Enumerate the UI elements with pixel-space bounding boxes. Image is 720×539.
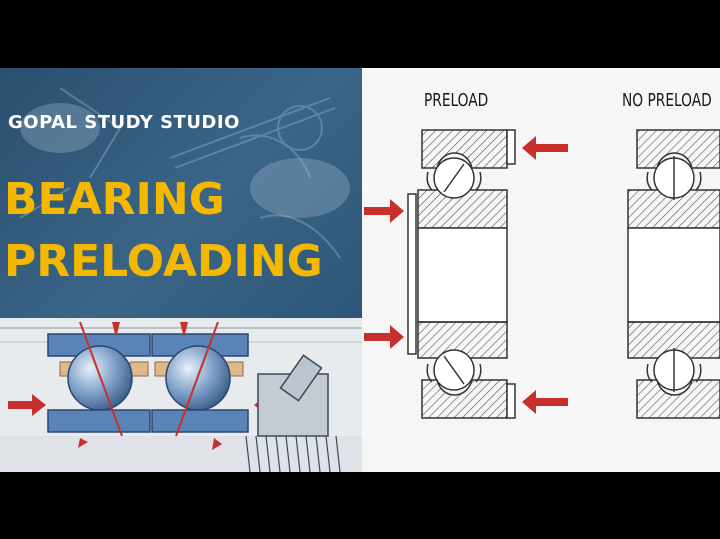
angular-contact-bearing-pair bbox=[0, 321, 362, 472]
bearing-sections bbox=[364, 129, 720, 419]
no-preload-bearing bbox=[627, 129, 720, 419]
label-no-preload: NO PRELOAD bbox=[622, 90, 712, 111]
locknut bbox=[245, 354, 341, 472]
headline-bearing: BEARING bbox=[4, 174, 225, 225]
headline-preloading: PRELOADING bbox=[4, 236, 323, 287]
title-banner: GOPAL STUDY STUDIO BEARING PRELOADING bbox=[0, 68, 362, 318]
axial-force-arrow-left bbox=[8, 394, 46, 416]
bearing-illustration bbox=[0, 318, 362, 472]
background-sketch bbox=[19, 87, 350, 259]
label-preload: PRELOAD bbox=[424, 90, 489, 111]
outer-ring-left bbox=[47, 333, 151, 433]
preload-comparison-diagram: PRELOAD NO PRELOAD bbox=[362, 68, 720, 472]
inner-spacer-plate bbox=[407, 193, 417, 355]
preload-force-arrows bbox=[364, 136, 568, 414]
preload-bearing bbox=[407, 129, 516, 419]
thumbnail-frame: GOPAL STUDY STUDIO BEARING PRELOADING bbox=[0, 68, 720, 472]
channel-name: GOPAL STUDY STUDIO bbox=[8, 112, 240, 133]
